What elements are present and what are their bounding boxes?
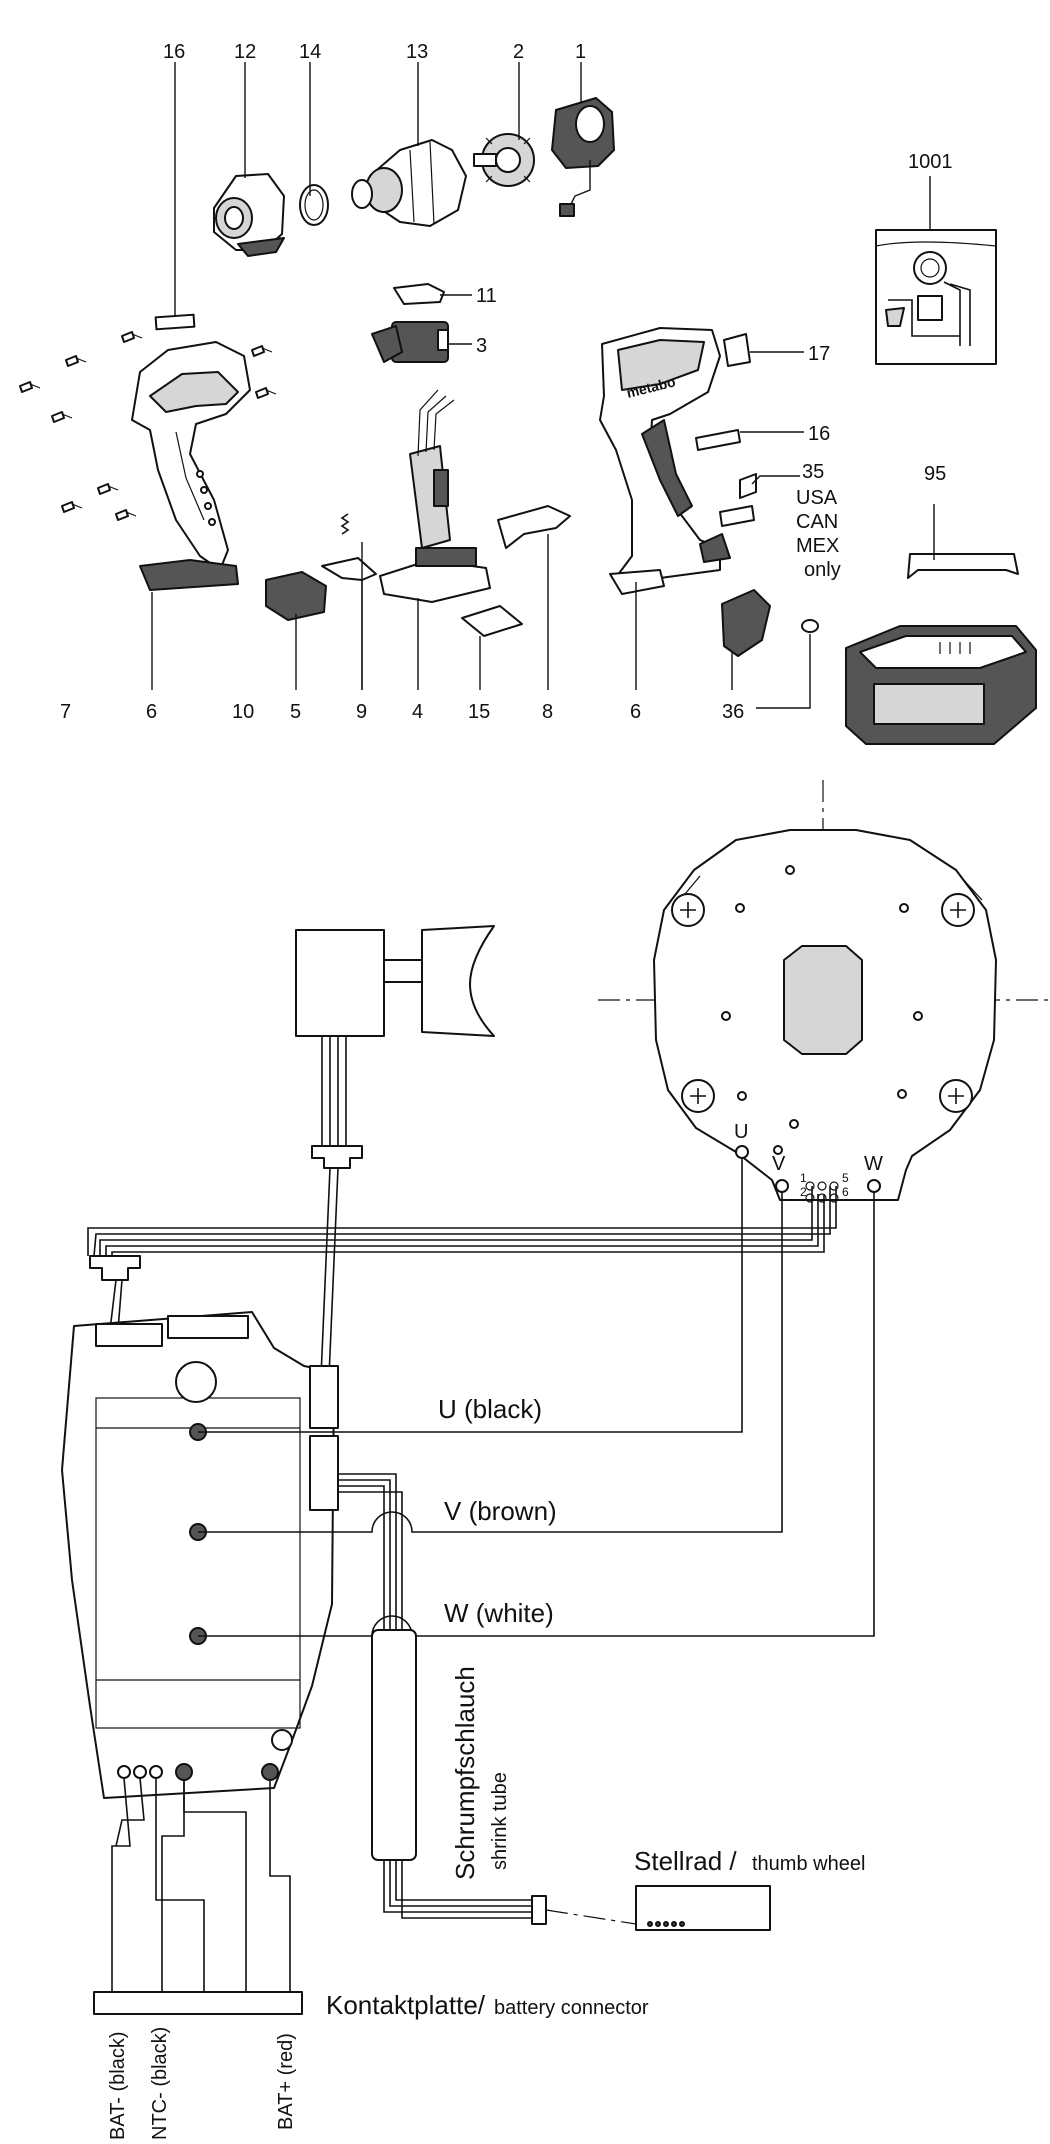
wire-v (198, 1192, 783, 1533)
label-16-right: 16 (808, 423, 830, 445)
label-1001: 1001 (908, 151, 953, 173)
part-11-slider (393, 283, 445, 305)
pin-label-2: 2 (800, 1185, 807, 1199)
label-ntc-minus: NTC- (black) (149, 2027, 171, 2140)
motor-label-v: V (772, 1153, 786, 1175)
label-14: 14 (299, 41, 321, 63)
label-17: 17 (808, 343, 830, 365)
label-thumb-wheel: thumb wheel (752, 1853, 865, 1875)
part-35-label (739, 473, 757, 499)
label-6-left: 6 (146, 701, 157, 723)
controller-board (61, 1311, 339, 1799)
battery-connector (93, 1991, 303, 2015)
label-13: 13 (406, 41, 428, 63)
part-95-clip (907, 553, 1019, 579)
wiring-diagram: U V W 1 2 5 6 (61, 780, 1048, 2140)
label-5: 5 (290, 701, 301, 723)
label-bat-plus: BAT+ (red) (275, 2033, 297, 2130)
part-16-label-right (695, 429, 741, 451)
label-15: 15 (468, 701, 490, 723)
motor-label-u: U (734, 1121, 748, 1143)
label-95: 95 (924, 463, 946, 485)
label-4: 4 (412, 701, 423, 723)
label-battery-connector: battery connector (494, 1997, 649, 2019)
part-3-trigger-switch (371, 321, 449, 363)
pin-label-1: 1 (800, 1171, 807, 1185)
label-stellrad: Stellrad / (634, 1846, 737, 1876)
exploded-view: metabo (19, 41, 1037, 745)
label-v-brown: V (brown) (444, 1496, 557, 1526)
part-12-front-cap (213, 173, 285, 257)
right-housing-half: metabo (599, 327, 731, 595)
sensor-harness (87, 1186, 837, 1331)
part-1-motor-stator (551, 97, 615, 217)
label-7: 7 (60, 701, 71, 723)
label-11: 11 (476, 285, 497, 307)
shrink-tube (371, 1629, 417, 1861)
market-mex: MEX (796, 535, 839, 557)
market-usa: USA (796, 487, 838, 509)
part-4-electronics (379, 389, 491, 603)
label-8: 8 (542, 701, 553, 723)
battery-pack (845, 625, 1037, 745)
motor-endplate (653, 829, 997, 1203)
label-35: 35 (802, 461, 824, 483)
part-14-ring (299, 184, 329, 226)
label-16: 16 (163, 41, 185, 63)
wire-u (198, 1158, 743, 1433)
screws (19, 331, 277, 521)
part-1001-inset (875, 229, 997, 365)
thumb-wheel-harness (338, 1473, 771, 1931)
battery-connector-wiring (93, 1777, 303, 2015)
leader-lines (151, 62, 935, 709)
part-17-label (723, 333, 751, 367)
part-36-belt-hook (721, 589, 819, 657)
label-shrink-tube: shrink tube (489, 1772, 511, 1870)
part-2-rotor-gear (473, 133, 535, 187)
label-36: 36 (722, 701, 744, 723)
label-2: 2 (513, 41, 524, 63)
market-can: CAN (796, 511, 838, 533)
pin-label-6: 6 (842, 1185, 849, 1199)
part-8-clip (497, 505, 571, 549)
label-u-black: U (black) (438, 1394, 542, 1424)
part-number-labels: 16 12 14 13 2 1 1001 11 3 17 16 35 USA C… (60, 41, 953, 723)
part-9-clip (321, 557, 377, 581)
part-5-module (265, 571, 327, 621)
part-15-pad (461, 605, 523, 637)
label-12: 12 (234, 41, 256, 63)
part-35-label-b (719, 505, 755, 527)
motor-label-w: W (864, 1153, 883, 1175)
label-6-right: 6 (630, 701, 641, 723)
left-housing-half (131, 341, 251, 591)
label-9: 9 (356, 701, 367, 723)
pin-label-5: 5 (842, 1171, 849, 1185)
part-16-label (154, 313, 196, 331)
label-kontaktplatte: Kontaktplatte/ (326, 1990, 486, 2020)
part-10-spring (340, 513, 350, 535)
label-schrumpfschlauch: Schrumpfschlauch (450, 1666, 480, 1880)
label-1: 1 (575, 41, 586, 63)
label-bat-minus: BAT- (black) (107, 2031, 129, 2140)
label-10: 10 (232, 701, 254, 723)
label-w-white: W (white) (444, 1598, 554, 1628)
market-only: only (804, 559, 841, 581)
part-13-gear-housing (351, 139, 467, 227)
trigger-switch-schematic (295, 925, 495, 1401)
label-3: 3 (476, 335, 487, 357)
